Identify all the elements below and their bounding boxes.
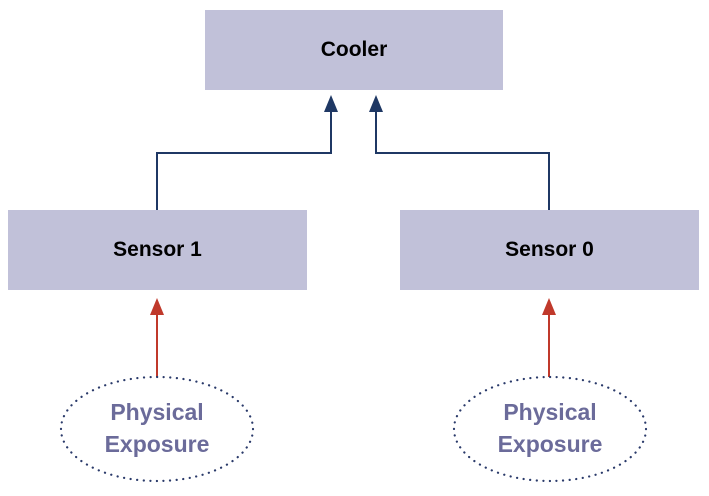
cooler-node: Cooler xyxy=(205,10,503,90)
exposure0-line1: Physical xyxy=(503,399,597,425)
exposure1-ellipse xyxy=(59,375,255,483)
arrowhead-navy-icon xyxy=(324,95,338,112)
arrowhead-red-icon xyxy=(150,298,164,315)
sensor1-label: Sensor 1 xyxy=(113,238,202,261)
edge-sensor1-to-cooler xyxy=(156,110,332,210)
exposure1-line2: Exposure xyxy=(104,431,210,457)
exposure1-line1: Physical xyxy=(110,399,204,425)
exposure1-node: Physical Exposure xyxy=(61,396,253,460)
sensor0-label: Sensor 0 xyxy=(505,238,594,261)
sensor1-node: Sensor 1 xyxy=(8,210,307,290)
cooler-label: Cooler xyxy=(320,38,388,61)
sensor0-node: Sensor 0 xyxy=(400,210,699,290)
exposure0-ellipse xyxy=(452,375,648,483)
edge-sensor0-to-cooler xyxy=(375,110,550,210)
arrowhead-red-icon xyxy=(542,298,556,315)
exposure0-line2: Exposure xyxy=(497,431,603,457)
exposure0-node: Physical Exposure xyxy=(454,396,646,460)
arrowhead-navy-icon xyxy=(369,95,383,112)
